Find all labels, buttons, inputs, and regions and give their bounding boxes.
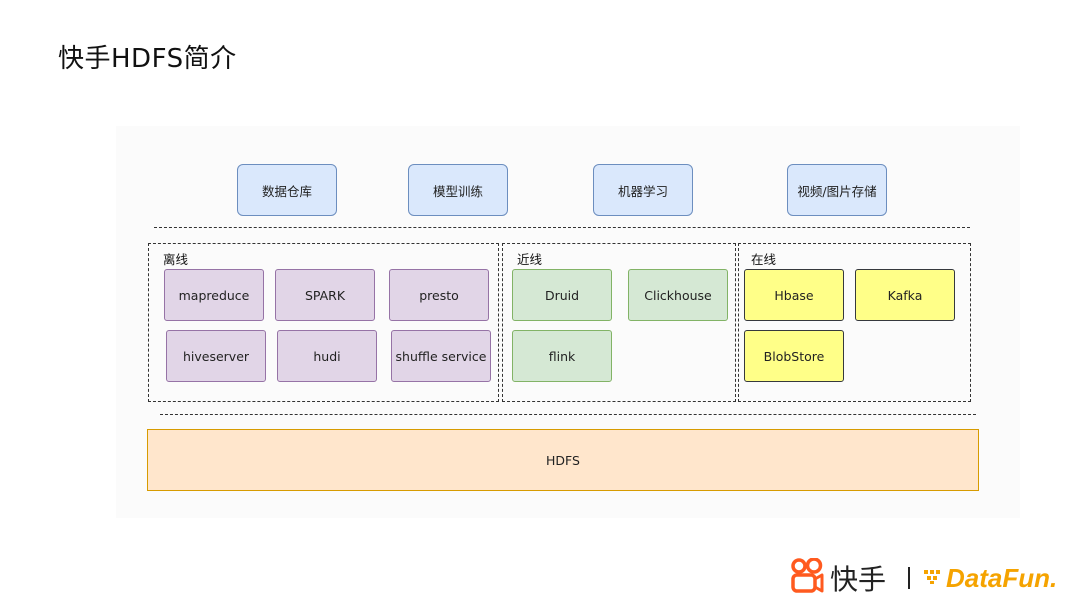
app-box-model-training: 模型训练 [408, 164, 508, 216]
group-offline [148, 243, 499, 402]
dashed-separator-bottom [160, 414, 976, 415]
app-box-machine-learning: 机器学习 [593, 164, 693, 216]
nearline-box-flink: flink [512, 330, 612, 382]
group-online-label: 在线 [751, 252, 777, 267]
footer-logos: 快手 DataFun. [790, 557, 1058, 598]
group-nearline [502, 243, 736, 402]
offline-box-mapreduce: mapreduce [164, 269, 264, 321]
online-box-hbase: Hbase [744, 269, 844, 321]
offline-box-spark: SPARK [275, 269, 375, 321]
group-online [738, 243, 971, 402]
logo-separator [908, 567, 911, 589]
online-box-blobstore: BlobStore [744, 330, 844, 382]
group-offline-label: 离线 [163, 252, 189, 267]
nearline-box-clickhouse: Clickhouse [628, 269, 728, 321]
kuaishou-brand-text: 快手 [830, 563, 887, 596]
storage-box-hdfs: HDFS [147, 429, 979, 491]
app-box-data-warehouse: 数据仓库 [237, 164, 337, 216]
offline-box-presto: presto [389, 269, 489, 321]
offline-box-shuffle-service: shuffle service [391, 330, 491, 382]
datafun-brand-text: DataFun. [946, 562, 1058, 593]
offline-box-hudi: hudi [277, 330, 377, 382]
datafun-logo-icon [924, 569, 944, 588]
kuaishou-logo-icon [790, 557, 824, 598]
app-box-video-image-storage: 视频/图片存储 [787, 164, 887, 216]
page-title: 快手HDFS简介 [58, 44, 237, 74]
offline-box-hiveserver: hiveserver [166, 330, 266, 382]
nearline-box-druid: Druid [512, 269, 612, 321]
dashed-separator-top [154, 227, 970, 228]
online-box-kafka: Kafka [855, 269, 955, 321]
group-nearline-label: 近线 [517, 252, 543, 267]
